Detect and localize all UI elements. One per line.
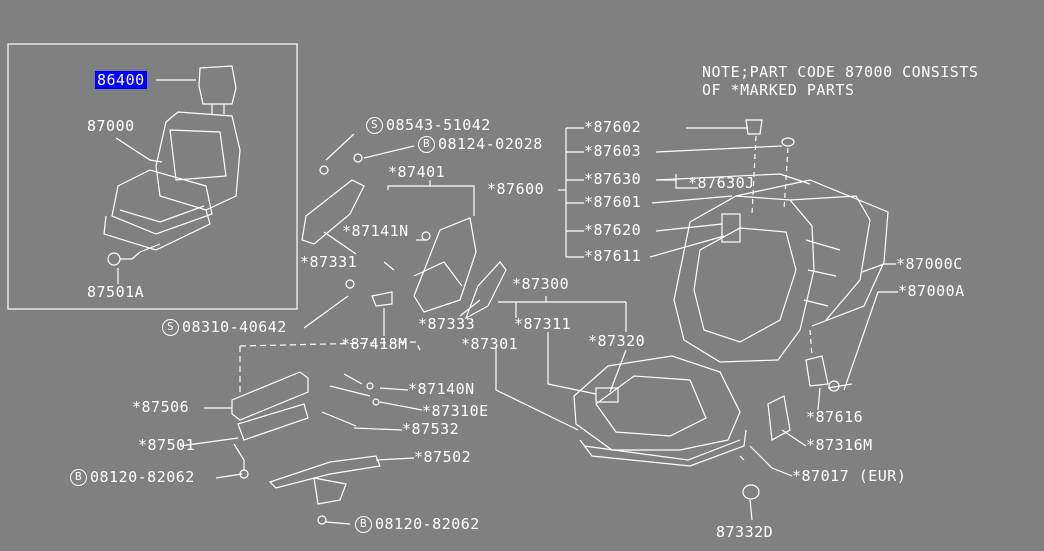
part-87601-label[interactable]: *87601 bbox=[584, 193, 642, 211]
part-87630J-label[interactable]: *87630J bbox=[688, 174, 755, 192]
note-line-1: NOTE;PART CODE 87000 CONSISTS bbox=[702, 63, 979, 81]
part-87000C-label[interactable]: *87000C bbox=[896, 255, 963, 273]
part-87311-label[interactable]: *87311 bbox=[514, 315, 572, 333]
bolt-symbol: B bbox=[355, 516, 372, 533]
part-87418M-label[interactable]: *87418M bbox=[341, 335, 408, 353]
part-87000A-label[interactable]: *87000A bbox=[898, 282, 965, 300]
part-87310E-label[interactable]: *87310E bbox=[422, 402, 489, 420]
note-line-2: OF *MARKED PARTS bbox=[702, 81, 855, 99]
part-87630-label[interactable]: *87630 bbox=[584, 170, 642, 188]
recliner-drawing bbox=[301, 153, 507, 320]
headrest-part-number[interactable]: 86400 bbox=[95, 71, 147, 89]
part-87141N-label[interactable]: *87141N bbox=[342, 222, 409, 240]
part-87532-label[interactable]: *87532 bbox=[402, 420, 460, 438]
part-87603-label[interactable]: *87603 bbox=[584, 142, 642, 160]
part-87616-label[interactable]: *87616 bbox=[806, 408, 864, 426]
inset-seat-drawing bbox=[103, 65, 241, 266]
part-87501-label[interactable]: *87501 bbox=[138, 436, 196, 454]
knob-part-label[interactable]: 87501A bbox=[87, 283, 145, 301]
part-number: 08120-82062 bbox=[90, 468, 195, 486]
part-87320-label[interactable]: *87320 bbox=[588, 332, 646, 350]
part-87506-label[interactable]: *87506 bbox=[132, 398, 190, 416]
part-87332D-label[interactable]: 87332D bbox=[716, 523, 774, 541]
headrest-part-label[interactable]: 86400 bbox=[95, 71, 147, 89]
screw-symbol: S bbox=[366, 117, 383, 134]
part-87611-label[interactable]: *87611 bbox=[584, 247, 642, 265]
part-87602-label[interactable]: *87602 bbox=[584, 118, 642, 136]
part-87620-label[interactable]: *87620 bbox=[584, 221, 642, 239]
seat-cushion-drawing bbox=[573, 355, 747, 467]
part-number: 08120-82062 bbox=[375, 515, 480, 533]
part-87301-label[interactable]: *87301 bbox=[461, 335, 519, 353]
inset-frame bbox=[7, 43, 298, 310]
part-87300-label[interactable]: *87300 bbox=[512, 275, 570, 293]
bolt-symbol: B bbox=[70, 469, 87, 486]
seatback-drawing bbox=[673, 179, 889, 363]
part-87017-label[interactable]: *87017 (EUR) bbox=[792, 467, 907, 485]
part-87600-label[interactable]: *87600 bbox=[487, 180, 545, 198]
part-87401-label[interactable]: *87401 bbox=[388, 163, 446, 181]
part-number: 08310-40642 bbox=[182, 318, 287, 336]
seat-assembly-label[interactable]: 87000 bbox=[87, 117, 135, 135]
screw-symbol: S bbox=[162, 319, 179, 336]
part-number: 08124-02028 bbox=[438, 135, 543, 153]
bolt-symbol: B bbox=[418, 136, 435, 153]
part-number: 08543-51042 bbox=[386, 116, 491, 134]
part-87140N-label[interactable]: *87140N bbox=[408, 380, 475, 398]
part-87316M-label[interactable]: *87316M bbox=[806, 436, 873, 454]
part-87333-label[interactable]: *87333 bbox=[418, 315, 476, 333]
slide-rail-drawing bbox=[231, 371, 381, 525]
part-87502-label[interactable]: *87502 bbox=[414, 448, 472, 466]
part-87331-label[interactable]: *87331 bbox=[300, 253, 358, 271]
